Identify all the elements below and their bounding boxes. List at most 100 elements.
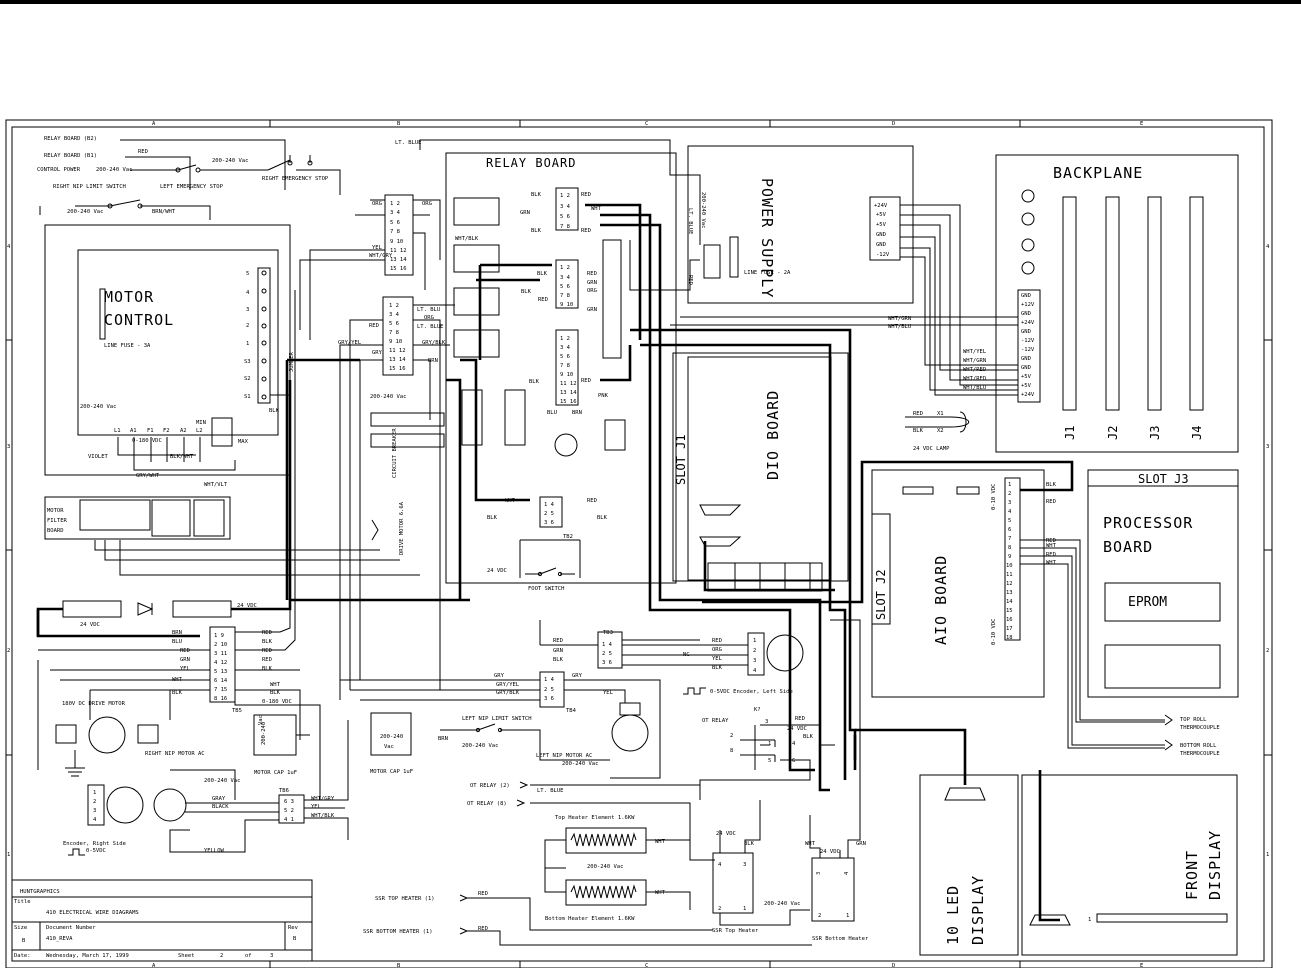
ot-relay-n5: 5: [768, 758, 771, 764]
slot-j3-label: J3: [1148, 426, 1162, 440]
bp-pin-4: +24V: [1021, 320, 1035, 326]
cl-lt-blu: LT. BLU: [417, 307, 440, 313]
sheet-value: 2: [220, 953, 223, 959]
r3-pin-1: 1 2: [560, 336, 570, 342]
tb6-pin-2: 5 2: [284, 808, 294, 814]
ot-relay-n4: 4: [792, 741, 796, 747]
right-nip-limit-switch-label: RIGHT NIP LIMIT SWITCH: [53, 184, 126, 190]
aio-wire-wht2: WHT: [1046, 560, 1057, 566]
left-nip-motor-label: LEFT NIP MOTOR AC: [536, 753, 592, 759]
thermocouples: TOP ROLL THERMOCOUPLE BOTTOM ROLL THERMO…: [1164, 714, 1220, 757]
tb3-pin-3: 3 6: [602, 660, 612, 666]
tb3: TB3 1 4 2 5 3 6 RED GRN BLK RED ORG YEL …: [539, 620, 804, 695]
tb5-pin-1: 1 9: [214, 633, 224, 639]
thermo-bot-2: THERMOCOUPLE: [1180, 751, 1220, 757]
cl-pin-3: 5 6: [389, 321, 399, 327]
tb5-right-7: BLK: [270, 690, 281, 696]
bp-wire-b4: WHT/RED: [963, 376, 986, 382]
tb3-left-grn: GRN: [553, 648, 563, 654]
r3-pin-3: 5 6: [560, 354, 570, 360]
r1-pin-4: 7 8: [560, 224, 570, 230]
aio-pin-16: 16: [1006, 617, 1013, 623]
encoder-right-v: 0-5VDC: [86, 848, 106, 854]
motor-filter-line1: MOTOR: [47, 508, 64, 514]
r1-wht: WHT: [591, 206, 602, 212]
grid-col-e-bottom: E: [1140, 963, 1143, 968]
aio-pin-12: 12: [1006, 581, 1013, 587]
red-wire-label-top: RED: [138, 149, 148, 155]
cl-pin-2: 3 4: [389, 312, 400, 318]
encoder-left-label: 0-5VDC Encoder, Left Side: [710, 689, 793, 695]
tb6-gray: GRAY: [212, 796, 226, 802]
relay-24vdc: 24 VDC: [487, 568, 507, 574]
ps-out-4: GND: [876, 232, 886, 238]
title-label: Title: [14, 899, 31, 905]
bp-wire-wht-blu: WHT/BLU: [888, 324, 911, 330]
grid-row-4-right: 4: [1266, 244, 1270, 250]
lamp-24vdc: RED BLK X1 X2 24 VDC LAMP: [905, 411, 970, 452]
motor-cap-right: 200-240 Vac MOTOR CAP 1uF 200-240 Vac: [204, 690, 335, 801]
ps-out-2: +5V: [876, 212, 887, 218]
tb3-right-blk: BLK: [712, 665, 723, 671]
motor-control-block: MOTOR CONTROL LINE FUSE - 3A 200-240 Vac…: [44, 224, 295, 488]
mc-bottom-l1: L1: [114, 428, 121, 434]
lamp-label: 24 VDC LAMP: [913, 446, 950, 452]
heater-v: 200-240 Vac: [587, 864, 623, 870]
r3-pin-8: 15 16: [560, 399, 577, 405]
backplane-title: BACKPLANE: [1053, 164, 1143, 182]
bp-pin-9: GND: [1021, 365, 1031, 371]
motor-cap-left: 200-240 Vac MOTOR CAP 1uF: [370, 712, 413, 775]
tb4-name: TB4: [566, 708, 577, 714]
doc-value: 410_REVA: [46, 936, 73, 942]
r3-pin-4: 7 8: [560, 363, 570, 369]
mc-terminal-2: 2: [246, 323, 249, 329]
cu-org-right: ORG: [422, 201, 432, 207]
ssr-top-label: SSR Top Heater: [712, 928, 759, 934]
tb5-name: TB5: [232, 708, 242, 714]
ssr-top: 24 VDC BLK 4 3 2 1 SSR Top Heater: [712, 800, 810, 934]
top-heater-wht: WHT: [655, 839, 666, 845]
cu-pin-5: 9 10: [390, 239, 403, 245]
mc-blk-wht-label: BLK/WHT: [170, 454, 194, 460]
ot-relay-lt-blue: LT. BLUE: [537, 788, 564, 794]
mc-blk-label: BLK: [269, 408, 280, 414]
cl-brn: BRN: [428, 358, 438, 364]
dc-label-right: 24 VDC: [237, 603, 257, 609]
r2-pin-3: 5 6: [560, 284, 570, 290]
bp-pin-8: GND: [1021, 356, 1031, 362]
ssr-bot-pin-2: 2: [818, 913, 821, 919]
r1-blk2: BLK: [531, 228, 542, 234]
ssr-top-blk: BLK: [744, 841, 755, 847]
tb6-yellow: YELLOW: [204, 848, 225, 854]
tb2-name: TB2: [563, 534, 573, 540]
processor-title-2: BOARD: [1103, 538, 1153, 556]
tb4: 1 4 2 5 3 6 TB4 GRY GRY/YEL GRY/BLK GRY …: [340, 671, 661, 779]
cap-v-label: 200-240: [261, 722, 267, 745]
cl-pin-8: 15 16: [389, 366, 406, 372]
motor-filter-block: MOTOR FILTER BOARD: [44, 496, 420, 576]
mc-terminal-3: 3: [246, 307, 249, 313]
aio-range-top: 0-10 VDC: [991, 484, 997, 511]
tb5-right-5: BLK: [262, 666, 273, 672]
cl-supply-v: 200-240 Vac: [370, 394, 406, 400]
tb3-right-yel: YEL: [712, 656, 723, 662]
r3-blu: BLU: [547, 410, 557, 416]
sheet-label: Sheet: [178, 953, 195, 959]
aio-wire-red2: RED: [1046, 538, 1056, 544]
tb5-left-blk: BLK: [172, 690, 183, 696]
tb3-pin-1: 1 4: [602, 642, 613, 648]
bp-wire-b1: WHT/YEL: [963, 349, 987, 355]
bp-wire-wht-grn: WHT/GRN: [888, 316, 911, 322]
mc-terminal-5: 5: [246, 271, 249, 277]
cap2-v: 200-240: [380, 734, 403, 740]
tb4-pin-3: 3 6: [544, 696, 554, 702]
grid-col-c-top: C: [645, 121, 648, 127]
tb3-left-blk: BLK: [553, 657, 564, 663]
tb4-right-yel: YEL: [603, 690, 614, 696]
tb2-pin-2: 2 5: [544, 511, 554, 517]
circuit-breaker-label: CIRCUIT BREAKER: [392, 428, 398, 478]
wht-blk-label: WHT/BLK: [455, 236, 479, 242]
aio-pin-11: 11: [1006, 572, 1013, 578]
r1-red: RED: [581, 192, 591, 198]
